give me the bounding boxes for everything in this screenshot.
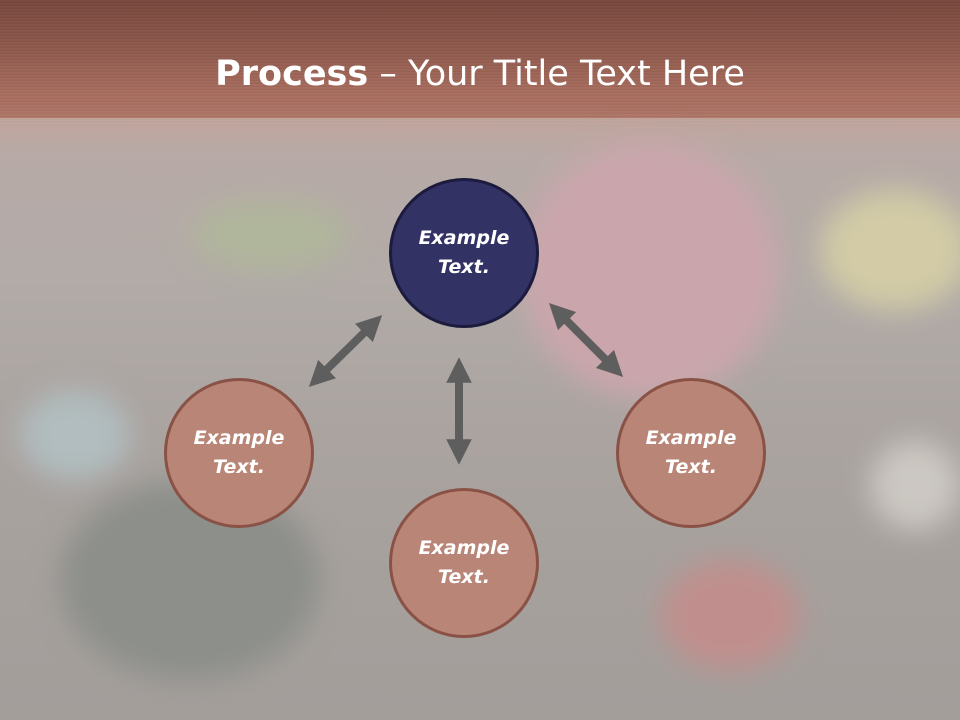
slide-title: Process – Your Title Text Here [215,54,745,94]
node-top-label: Example Text. [418,227,510,278]
node-right-label: Example Text. [645,427,737,478]
node-right: Example Text. [616,378,766,528]
node-bottom-label: Example Text. [418,537,510,588]
node-left: Example Text. [164,378,314,528]
title-band [0,0,960,128]
node-bottom: Example Text. [389,488,539,638]
node-left-label: Example Text. [193,427,285,478]
arrow-top-left [308,315,383,387]
arrow-top-right [548,302,624,378]
node-top: Example Text. [389,178,539,328]
